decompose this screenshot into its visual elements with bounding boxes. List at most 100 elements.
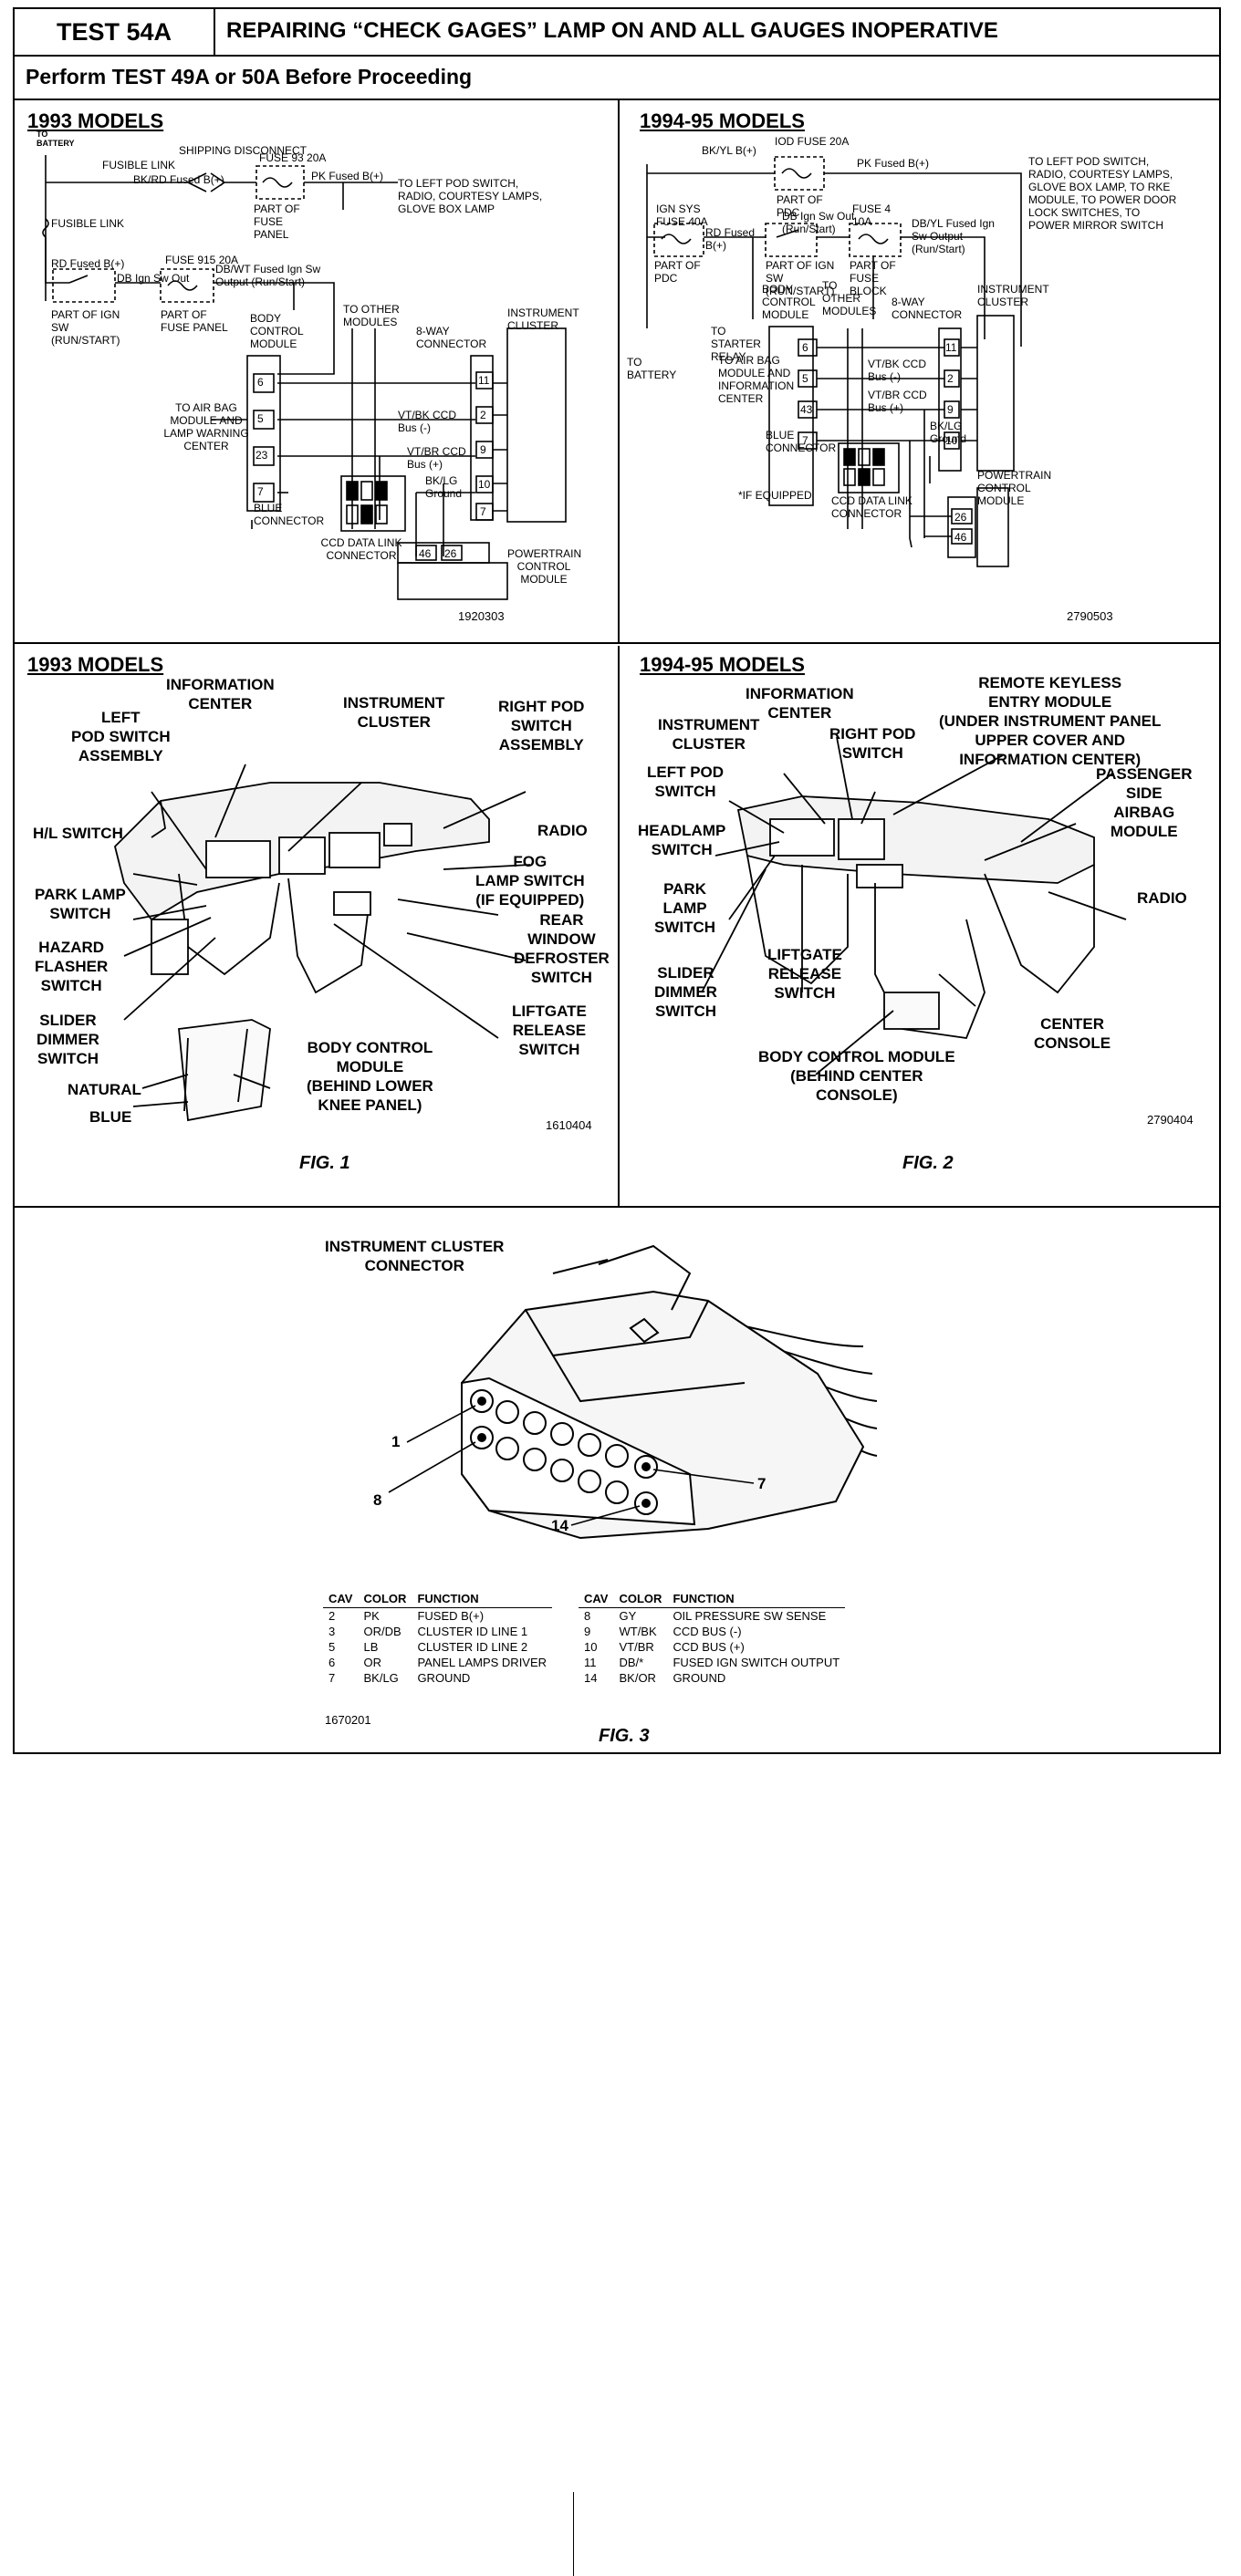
- bcm-pin: 6: [257, 376, 264, 389]
- page-subtitle: Perform TEST 49A or 50A Before Proceedin…: [26, 65, 473, 88]
- cluster-pin: 11: [945, 341, 957, 354]
- label-fuse-93: FUSE 93 20A: [259, 151, 327, 164]
- label-dbyl: DB/YL Fused Ign Sw Output (Run/Start): [912, 217, 995, 255]
- cluster-pin: 10: [478, 478, 491, 491]
- cluster-pin: 11: [478, 374, 490, 387]
- pcm-pin: 26: [954, 511, 967, 524]
- pcm-pin: 46: [954, 531, 967, 544]
- cluster-pin: 2: [947, 372, 954, 385]
- figure-caption: FIG. 1: [299, 1153, 350, 1173]
- label-bklg: BK/LG Ground: [930, 420, 967, 445]
- fig1-dashboard-1993: 1993 MODELS: [15, 646, 620, 1208]
- label-bkyl: BK/YL B(+): [702, 144, 756, 157]
- label-part-of-fuse-block: PART OF FUSE BLOCK: [850, 259, 896, 297]
- label-to-air-bag: TO AIR BAG MODULE AND LAMP WARNING CENTE…: [163, 401, 249, 452]
- label-bcm: BODY CONTROL MODULE: [250, 312, 304, 350]
- label-to-other-modules: TO OTHER MODULES: [343, 303, 400, 328]
- label-part-of-fuse-panel-2: PART OF FUSE PANEL: [161, 308, 228, 334]
- figure-number: 1610404: [546, 1118, 592, 1132]
- label-rd-fused: RD Fused B(+): [705, 226, 756, 252]
- panel-title: 1994-95 MODELS: [640, 653, 805, 676]
- label-pcm: POWERTRAIN CONTROL MODULE: [507, 547, 582, 586]
- subtitle-bar: Perform TEST 49A or 50A Before Proceedin…: [15, 57, 1219, 100]
- column-header: CAV: [579, 1591, 614, 1608]
- label-to-left-pod: TO LEFT POD SWITCH, RADIO, COURTESY LAMP…: [1028, 155, 1177, 232]
- bcm-pin: 23: [256, 449, 268, 462]
- column-header: FUNCTION: [412, 1591, 553, 1608]
- panel-title: 1994-95 MODELS: [640, 109, 805, 132]
- label-vtbk: VT/BK CCD Bus (-): [398, 409, 457, 434]
- label-to-other-modules: TO OTHER MODULES: [822, 279, 877, 317]
- cluster-pin: 2: [480, 409, 486, 421]
- figure-number: 1920303: [458, 609, 505, 623]
- label-fuse-4: FUSE 4 10A: [852, 203, 892, 228]
- label-ign-sys-fuse: IGN SYS FUSE 40A: [656, 203, 708, 228]
- label-bkrd-fused: BK/RD Fused B(+): [133, 173, 224, 186]
- column-header: FUNCTION: [667, 1591, 846, 1608]
- label-ccd-data-link: CCD DATA LINK CONNECTOR: [320, 536, 402, 562]
- column-header: COLOR: [358, 1591, 412, 1608]
- label-part-of-ign-sw: PART OF IGN SW (RUN/START): [766, 259, 835, 297]
- service-manual-page: TEST 54A REPAIRING “CHECK GAGES” LAMP ON…: [13, 7, 1221, 2576]
- dashboard-illustration-1994: [701, 736, 1127, 1075]
- header-bar: TEST 54A REPAIRING “CHECK GAGES” LAMP ON…: [15, 9, 1219, 57]
- label-part-of-pdc: PART OF PDC: [777, 193, 823, 219]
- label-rd-fused: RD Fused B(+): [51, 257, 125, 270]
- wiring-schematic-1993: TO BATTERY: [36, 130, 567, 600]
- bcm-pin: 43: [800, 403, 813, 416]
- label-hl-switch: H/L SWITCH: [33, 825, 123, 842]
- label-part-of-pdc-2: PART OF PDC: [654, 259, 701, 285]
- panel-title: 1993 MODELS: [27, 653, 164, 676]
- figure-caption: FIG. 3: [599, 1726, 650, 1746]
- label-blue-connector: BLUE CONNECTOR: [254, 502, 325, 527]
- figure-number: 2790404: [1147, 1113, 1194, 1127]
- column-header: CAV: [323, 1591, 359, 1608]
- label-iod-fuse: IOD FUSE 20A: [775, 135, 850, 148]
- column-header: COLOR: [613, 1591, 668, 1608]
- cluster-pin: 10: [945, 434, 958, 447]
- table-divider: [573, 2492, 574, 2576]
- bcm-pin: 5: [257, 412, 264, 425]
- dashboard-illustration-1993: [114, 763, 531, 1122]
- label-vtbr: VT/BR CCD Bus (+): [407, 445, 466, 471]
- label-fuse-915: FUSE 915 20A: [165, 254, 239, 266]
- label-part-of-fuse-panel: PART OF FUSE PANEL: [254, 203, 300, 241]
- label-eight-way: 8-WAY CONNECTOR: [892, 296, 963, 321]
- label-bcm: BODY CONTROL MODULE: [762, 283, 816, 321]
- label-ign-sw-out: DB Ign Sw Out (Run/Start): [782, 210, 855, 235]
- figure-caption: FIG. 2: [902, 1153, 954, 1173]
- label-radio: RADIO: [1137, 889, 1187, 907]
- cluster-pin: 7: [480, 505, 486, 518]
- label-fusible-link: FUSIBLE LINK: [102, 159, 176, 171]
- figure-number: 2790503: [1067, 609, 1113, 623]
- label-to-air-bag: TO AIR BAG MODULE AND INFORMATION CENTER: [718, 354, 795, 405]
- label-if-equipped: *IF EQUIPPED: [738, 489, 812, 502]
- pcm-pin: 26: [444, 547, 457, 560]
- label-to-battery: TO: [36, 130, 47, 139]
- table-header-row: CAV COLOR FUNCTION: [579, 1591, 846, 1608]
- pin-callout-1: 1: [391, 1433, 401, 1450]
- label-part-of-ign-sw: PART OF IGN SW (RUN/START): [51, 308, 120, 347]
- label-shipping-disconnect: SHIPPING DISCONNECT: [179, 144, 308, 157]
